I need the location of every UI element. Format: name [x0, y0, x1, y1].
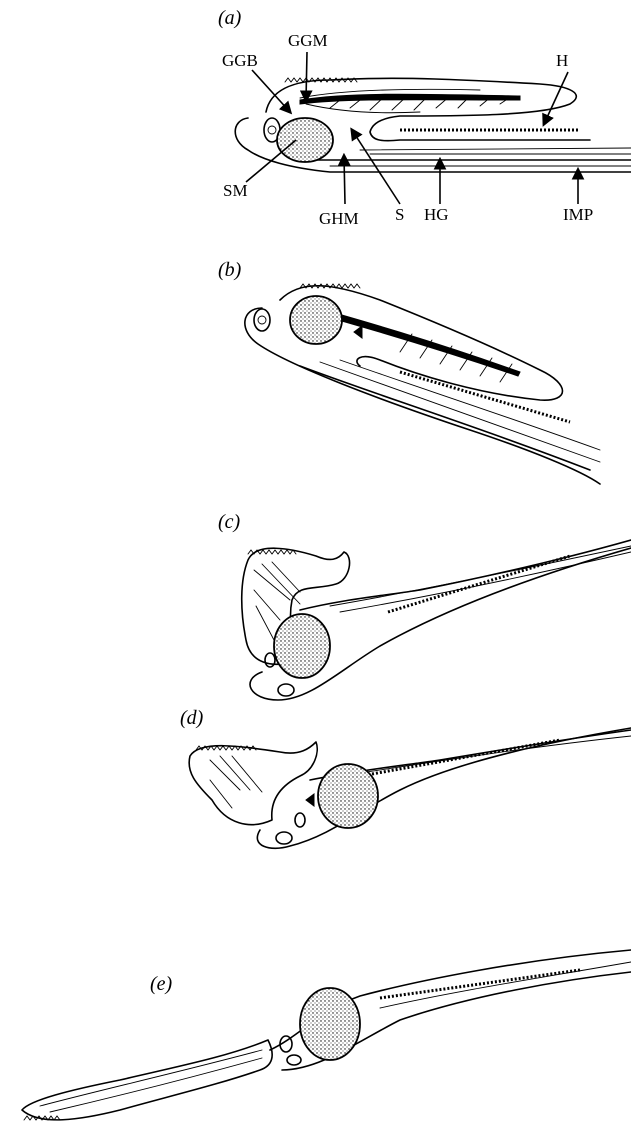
panel-a: (a) GGB GGM H SM GHM S HG IMP	[218, 7, 631, 228]
panel-e-label: (e)	[150, 973, 173, 995]
label-h: H	[556, 51, 568, 70]
panel-c: (c)	[218, 511, 631, 700]
panel-c-stippled-mass	[274, 614, 330, 678]
panel-b-stippled-mass	[290, 296, 342, 344]
label-s: S	[395, 205, 404, 224]
panel-b: (b)	[218, 259, 600, 484]
label-ggm: GGM	[288, 31, 328, 50]
panel-c-hyoid	[388, 556, 570, 612]
panel-e-tongue	[22, 1040, 272, 1120]
panel-e: (e)	[22, 950, 631, 1120]
panel-d-label: (d)	[180, 707, 204, 729]
label-ggb: GGB	[222, 51, 258, 70]
label-hg: HG	[424, 205, 449, 224]
panel-a-label: (a)	[218, 7, 242, 29]
panel-d-stippled-mass	[318, 764, 378, 828]
label-ghm: GHM	[319, 209, 359, 228]
panel-d-tongue	[189, 742, 317, 825]
panel-d: (d)	[180, 707, 631, 848]
panel-e-stippled-mass	[300, 988, 360, 1060]
label-sm: SM	[223, 181, 248, 200]
panel-b-label: (b)	[218, 259, 242, 281]
panel-a-stippled-mass	[277, 118, 333, 162]
panel-c-papillae	[248, 550, 296, 554]
panel-c-label: (c)	[218, 511, 241, 533]
panel-a-muscle-fibers	[300, 89, 520, 112]
panel-d-body	[257, 728, 631, 848]
label-imp: IMP	[563, 205, 593, 224]
